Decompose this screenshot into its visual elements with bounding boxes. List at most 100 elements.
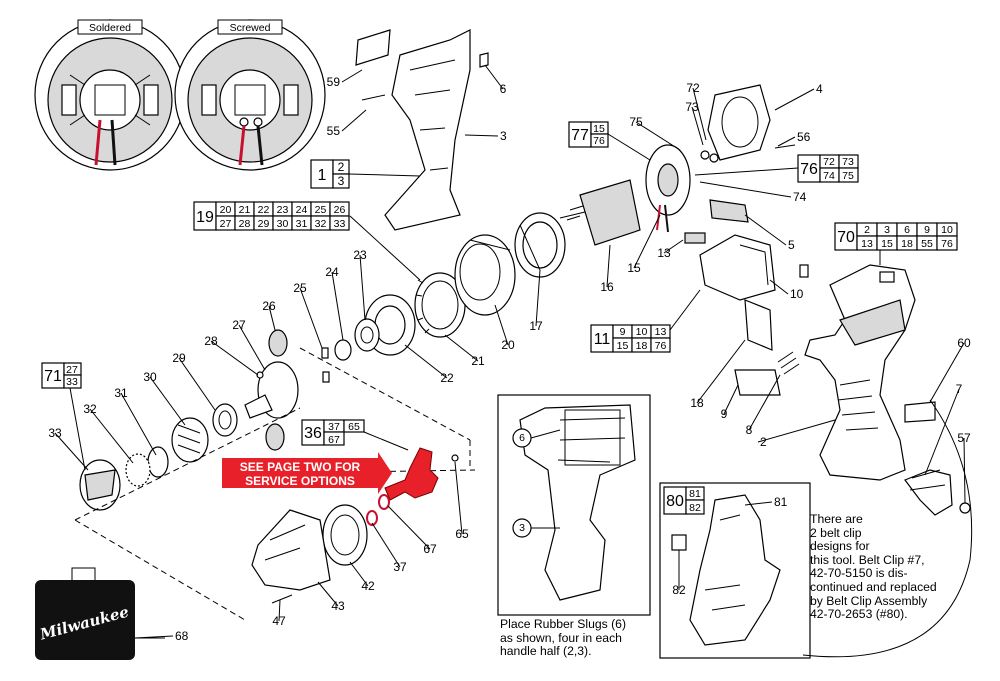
part-number-label: 2 <box>760 435 767 449</box>
callout-19-sub: 22 <box>258 204 270 216</box>
part-number-label: 26 <box>262 299 276 313</box>
washer-31 <box>147 446 169 478</box>
service-banner: SEE PAGE TWO FOR SERVICE OPTIONS <box>222 452 392 494</box>
callout-19-sub: 28 <box>239 218 251 230</box>
part-number-label: 3 <box>519 522 525 534</box>
svg-text:3: 3 <box>338 174 345 188</box>
inset-screwed-label: Screwed <box>230 22 271 34</box>
part-number-label: 65 <box>455 527 469 541</box>
screw-57 <box>959 502 971 514</box>
endcap-4 <box>707 84 771 161</box>
slug-detail-frame <box>497 394 651 616</box>
part-number-label: 57 <box>957 431 971 445</box>
washer-29 <box>212 403 238 437</box>
part-number-label: 73 <box>685 100 699 114</box>
part-number-label: 23 <box>353 248 367 262</box>
callout-36: 36 37 65 67 <box>301 419 409 451</box>
callout-19-sub: 26 <box>334 204 346 216</box>
part-number-label: 59 <box>327 75 341 89</box>
part-number-label: 10 <box>790 287 804 301</box>
part-number-label: 5 <box>788 238 795 252</box>
part-number-label: 60 <box>957 336 971 350</box>
callout-70-sub: 2 <box>864 224 870 236</box>
board-75 <box>645 144 691 233</box>
inset-soldered: Soldered <box>34 19 186 171</box>
case-68: Milwaukee <box>35 567 165 660</box>
slugs-note-line-3: handle half (2,3). <box>500 644 592 659</box>
callout-11-sub: 15 <box>617 340 629 352</box>
part-number-label: 22 <box>440 371 454 385</box>
part-number-label: 29 <box>172 351 186 365</box>
screws-72-73 <box>700 144 796 163</box>
part-number-label: 37 <box>393 560 407 574</box>
part-number-label: 74 <box>793 190 807 204</box>
belt-clip-note: There are 2 belt clip designs for this t… <box>810 512 970 622</box>
part-number-label: 6 <box>519 432 525 444</box>
callout-1: 1 2 3 <box>310 159 421 189</box>
part-number-label: 82 <box>672 583 686 597</box>
stator-17 <box>514 212 566 278</box>
callout-70-sub: 9 <box>924 224 930 236</box>
callout-70-sub: 15 <box>881 238 893 250</box>
svg-text:80: 80 <box>666 493 684 510</box>
part-number-label: 32 <box>83 402 97 416</box>
housing-half-3 <box>355 29 489 231</box>
plate-9 <box>734 369 781 396</box>
callout-19-sub: 32 <box>315 218 327 230</box>
part-number-label: 42 <box>361 579 375 593</box>
callout-70-sub: 13 <box>861 238 873 250</box>
svg-text:37: 37 <box>328 421 340 433</box>
callout-19-sub: 25 <box>315 204 327 216</box>
callout-80: 80 81 82 <box>663 486 705 515</box>
part-number-label: 15 <box>627 261 641 275</box>
inset-screwed: Screwed <box>174 19 326 171</box>
switch-10 <box>684 232 776 301</box>
part-number-label: 33 <box>48 426 62 440</box>
part-number-label: 68 <box>175 629 189 643</box>
callout-19-sub: 29 <box>258 218 270 230</box>
callout-70-sub: 3 <box>884 224 890 236</box>
part-number-label: 30 <box>143 370 157 384</box>
part-number-label: 16 <box>600 280 614 294</box>
svg-text:75: 75 <box>842 170 854 182</box>
callout-19-sub: 27 <box>220 218 232 230</box>
slugs-note-line-2: as shown, four in each <box>500 630 622 645</box>
spring-30 <box>171 417 209 463</box>
part-number-label: 20 <box>501 338 515 352</box>
svg-text:70: 70 <box>837 229 855 246</box>
orings-37-67 <box>366 494 390 526</box>
callout-19-sub: 20 <box>220 204 232 216</box>
part-number-label: 17 <box>529 319 543 333</box>
part-number-label: 18 <box>690 396 704 410</box>
ball-28 <box>256 371 264 379</box>
svg-text:15: 15 <box>593 123 605 135</box>
ball-65 <box>451 454 459 462</box>
housing-half-2 <box>804 264 916 481</box>
part-number-label: 7 <box>956 382 963 396</box>
bearing-23 <box>354 318 380 352</box>
part-number-label: 21 <box>471 354 485 368</box>
svg-text:11: 11 <box>594 331 611 348</box>
svg-text:81: 81 <box>689 488 701 500</box>
callout-19-sub: 33 <box>334 218 346 230</box>
svg-text:67: 67 <box>328 434 340 446</box>
svg-text:72: 72 <box>823 156 835 168</box>
part-number-label: 8 <box>746 423 753 437</box>
pins-25 <box>321 347 330 383</box>
screw-47 <box>271 594 293 604</box>
part-number-label: 28 <box>204 334 218 348</box>
part-number-label: 67 <box>423 542 437 556</box>
svg-text:76: 76 <box>593 135 605 147</box>
belt-clip-note-line-2: 2 belt clip <box>810 525 862 540</box>
callout-70-sub: 10 <box>941 224 953 236</box>
rotor-16 <box>559 179 641 246</box>
part-number-label: 24 <box>325 265 339 279</box>
svg-text:77: 77 <box>571 127 589 144</box>
carrier-27 <box>244 361 299 419</box>
part-number-label: 31 <box>114 386 128 400</box>
label-60 <box>904 401 936 423</box>
part-number-label: 25 <box>293 281 307 295</box>
svg-text:76: 76 <box>800 161 818 178</box>
